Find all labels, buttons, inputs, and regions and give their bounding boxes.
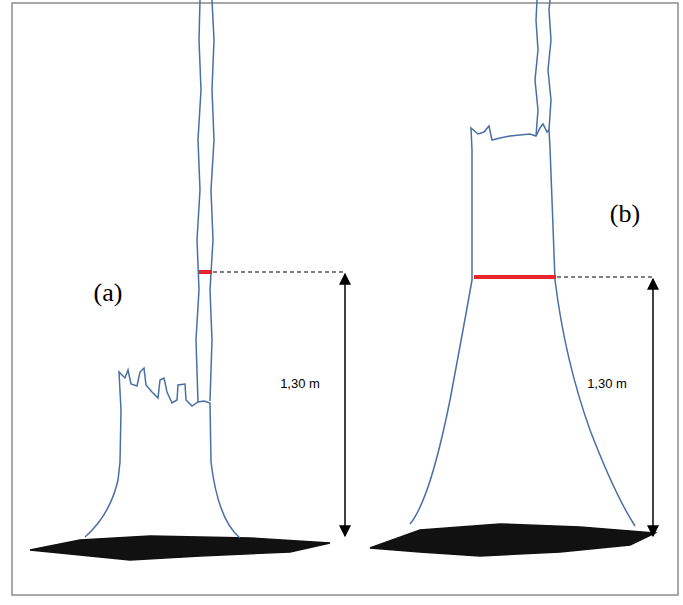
trunk-b	[410, 124, 635, 526]
buttress-a	[85, 368, 240, 538]
height-arrow-b	[652, 279, 654, 536]
frame	[12, 3, 678, 595]
tree-b	[370, 0, 655, 556]
dimension-label: 1,30 m	[280, 377, 320, 390]
dashed-leader-a	[213, 272, 346, 273]
figure-letter: (a)	[94, 280, 123, 306]
dimension-label: 1,30 m	[587, 377, 627, 390]
ground-b	[370, 524, 655, 556]
height-arrow-a	[344, 274, 346, 536]
ground-a	[30, 536, 330, 560]
figure-letter: (b)	[610, 201, 640, 227]
dbh-mark-a	[199, 270, 212, 274]
dashed-leader-b	[557, 277, 654, 278]
tree-a	[30, 0, 346, 560]
stem-a-left	[196, 0, 201, 402]
stem-b-right	[548, 0, 551, 130]
stem-b-left	[535, 0, 538, 136]
stem-a-right	[210, 0, 214, 401]
dbh-mark-b	[474, 275, 556, 279]
